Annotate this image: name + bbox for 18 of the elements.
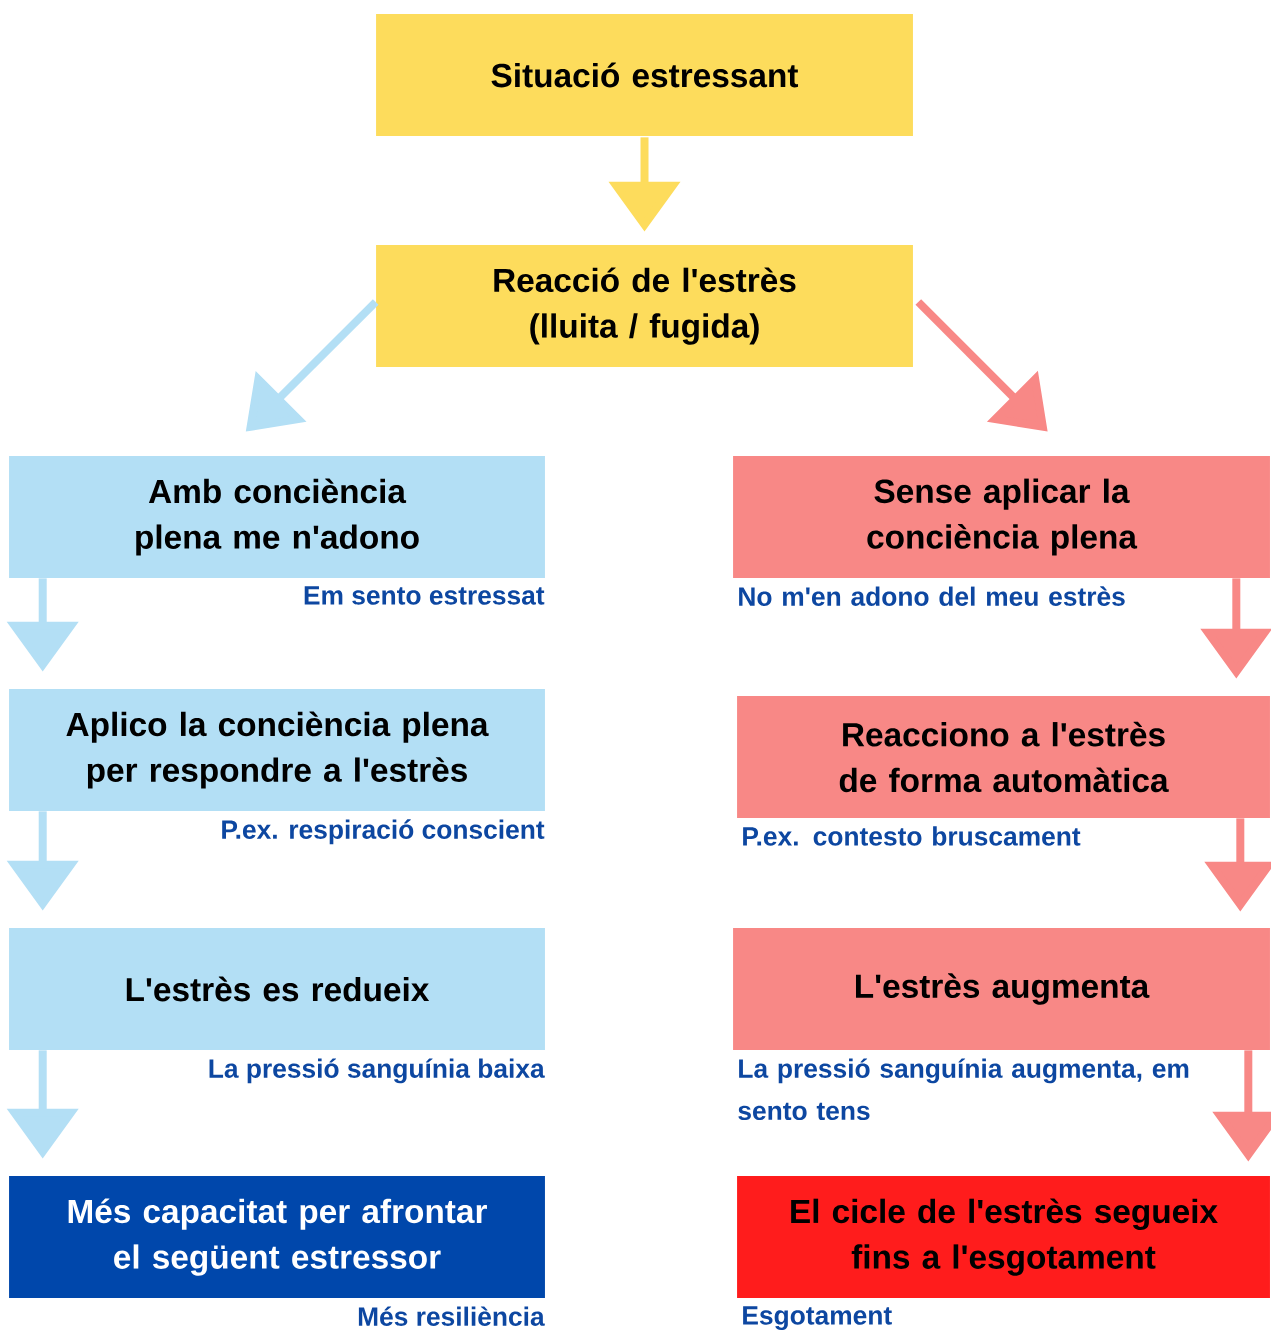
process-box: Situació estressant <box>376 14 913 136</box>
process-box: Reacciono a l'estrès de forma automàtica <box>737 696 1270 818</box>
process-box: Amb conciència plena me n'adono <box>9 456 545 578</box>
process-box: Reacció de l'estrès (lluita / fugida) <box>376 245 913 367</box>
annotation-text: La pressió sanguínia augmenta, em sento tens <box>738 1058 1189 1121</box>
annotation-text: Esgotament <box>743 1306 892 1331</box>
annotation-text: La pressió sanguínia baixa <box>209 1058 545 1084</box>
process-box: L'estrès augmenta <box>733 928 1270 1050</box>
process-box: Sense aplicar la conciència plena <box>733 456 1270 578</box>
process-box: L'estrès es redueix <box>9 928 545 1050</box>
annotation-text: P.ex. respiració conscient <box>222 819 545 845</box>
annotation-text: No m'en adono del meu estrès <box>739 586 1125 606</box>
annotation-text: Em sento estressat <box>304 586 545 605</box>
process-box: Més capacitat per afrontar el següent estressor <box>9 1176 545 1298</box>
annotation-text: P.ex. contesto bruscament <box>743 826 1081 846</box>
process-box: El cicle de l'estrès segueix fins a l'esgotament <box>737 1176 1270 1298</box>
annotation-text: Més resiliència <box>358 1306 545 1326</box>
process-box: Aplico la conciència plena per respondre a l'estrès <box>9 689 545 811</box>
